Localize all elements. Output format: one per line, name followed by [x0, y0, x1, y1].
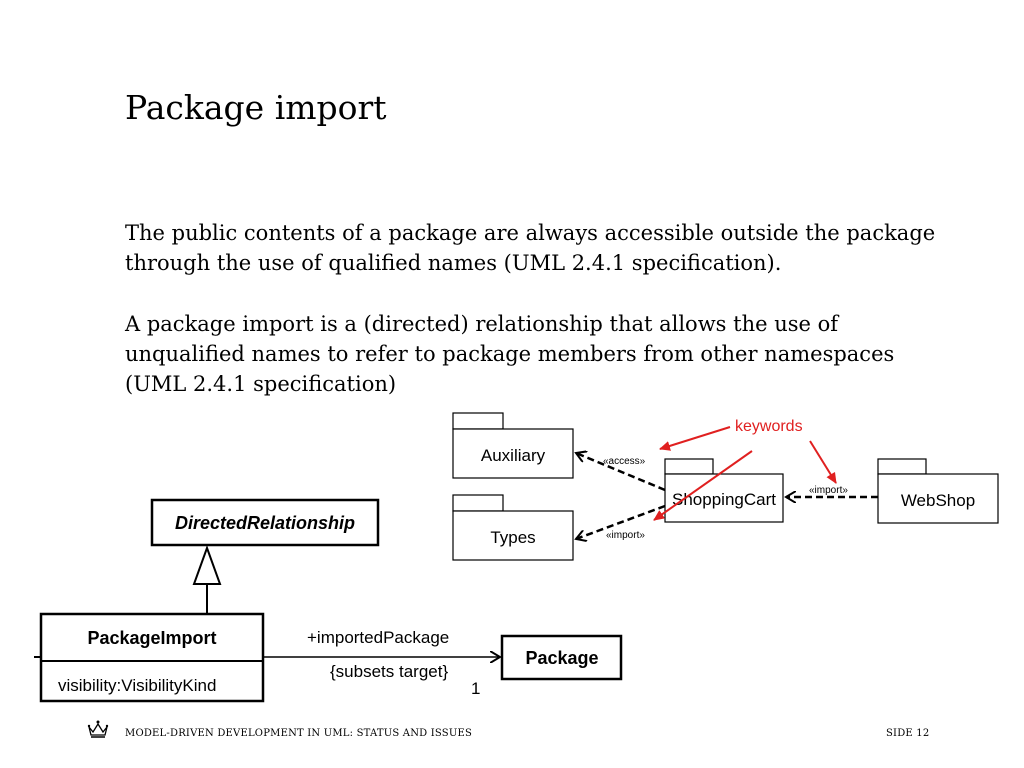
package-shoppingcart: ShoppingCart	[664, 458, 784, 523]
metamodel-diagram: DirectedRelationship PackageImport visib…	[34, 498, 623, 703]
class-packageimport-label: PackageImport	[87, 628, 216, 648]
crown-icon	[87, 720, 109, 738]
annotation-arrow-import	[653, 450, 753, 521]
keywords-annotation: keywords	[735, 418, 803, 435]
page-number: SIDE 12	[886, 728, 930, 739]
import-stereotype-webshop: «import»	[809, 485, 848, 496]
package-auxiliary: Auxiliary	[452, 412, 574, 479]
class-packageimport-attribute: visibility:VisibilityKind	[58, 676, 216, 695]
paragraph-package-import: A package import is a (directed) relatio…	[125, 312, 895, 396]
slide-title: Package import	[125, 88, 387, 127]
class-package-label: Package	[525, 648, 598, 668]
package-diagram: Auxiliary Types ShoppingCart WebShop «ac…	[452, 412, 999, 561]
class-packageimport: PackageImport visibility:VisibilityKind	[39, 612, 265, 703]
generalization-triangle	[192, 545, 222, 585]
annotation-arrow-access	[659, 426, 731, 451]
package-webshop: WebShop	[877, 458, 999, 524]
class-directedrelationship: DirectedRelationship	[150, 498, 380, 547]
access-dependency	[576, 453, 666, 492]
annotation-arrow-webshop	[809, 440, 837, 484]
constraint-label: {subsets target}	[330, 662, 448, 681]
class-directedrelationship-label: DirectedRelationship	[175, 513, 355, 533]
footer-title: MODEL-DRIVEN DEVELOPMENT IN UML: STATUS …	[125, 728, 472, 739]
import-dependency-types	[576, 504, 666, 539]
role-name-label: +importedPackage	[307, 628, 449, 647]
package-auxiliary-label: Auxiliary	[481, 446, 546, 465]
package-types: Types	[452, 494, 574, 561]
package-webshop-label: WebShop	[901, 491, 975, 510]
import-stereotype-types: «import»	[606, 530, 645, 541]
multiplicity-label: 1	[471, 679, 480, 698]
package-shoppingcart-label: ShoppingCart	[672, 490, 776, 509]
class-package: Package	[500, 634, 623, 681]
package-types-label: Types	[490, 528, 535, 547]
paragraph-qualified-names: The public contents of a package are alw…	[125, 221, 936, 275]
access-stereotype: «access»	[603, 456, 646, 467]
